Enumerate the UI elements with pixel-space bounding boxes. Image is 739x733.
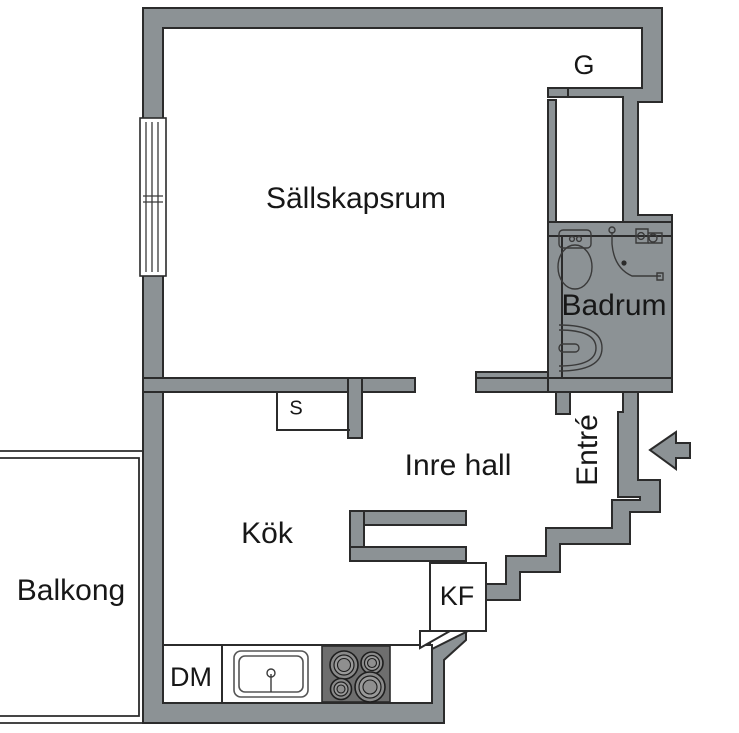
closet-label-g: G (573, 50, 594, 80)
burner (329, 677, 353, 701)
closet-label-dm: DM (170, 662, 212, 692)
burner (354, 671, 386, 703)
balcony-outline (0, 450, 147, 724)
window-fixture (139, 117, 167, 277)
closet-label-kf: KF (440, 581, 475, 611)
kitchen-sink-fixture (233, 650, 309, 698)
room-label-kok: Kök (241, 517, 294, 550)
interior-partitions (142, 221, 571, 562)
room-label-entre: Entré (571, 414, 604, 486)
burner (329, 650, 359, 680)
closet-s-box (276, 392, 350, 431)
burner (360, 651, 384, 675)
closet-g (547, 87, 569, 98)
kitchen-door-marker (419, 630, 454, 650)
closet-label-s: S (289, 397, 302, 419)
kitchen-counter-row (162, 644, 433, 704)
apartment-walls (142, 7, 673, 724)
room-label-badrum: Badrum (561, 289, 666, 322)
stove-fixture (321, 645, 391, 703)
entrance-direction-arrow[interactable] (648, 430, 691, 471)
bathroom-fixtures (557, 226, 664, 372)
room-label-inre-hall: Inre hall (405, 449, 512, 482)
room-label-sallskapsrum: Sällskapsrum (266, 182, 446, 215)
toilet-fixture (557, 229, 593, 290)
bathtub-fixture (558, 324, 603, 372)
room-label-balkong: Balkong (17, 574, 125, 607)
shower-fixture (608, 226, 664, 281)
